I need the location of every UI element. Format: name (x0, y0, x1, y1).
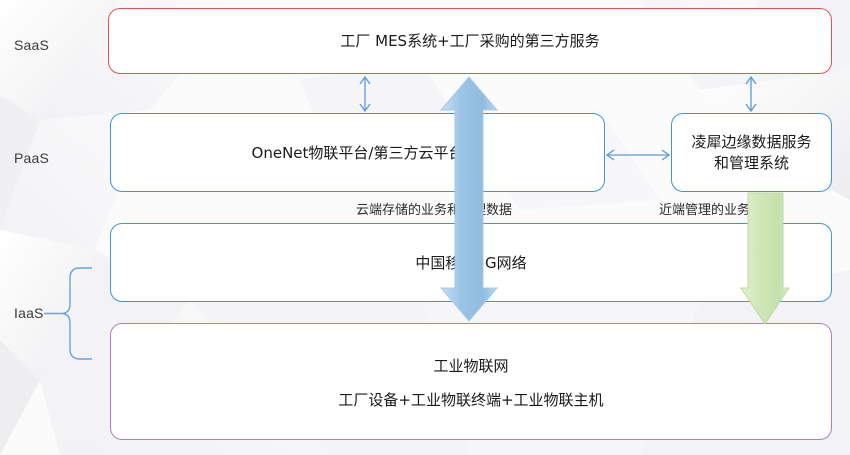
arrow-saas-to-edge (745, 75, 757, 113)
layer-label-saas: SaaS (14, 37, 50, 53)
box-paas-edge[interactable]: 凌犀边缘数据服务 和管理系统 (671, 113, 832, 192)
arrow-cloud-to-edge (605, 149, 671, 161)
arrow-big-green-down (740, 192, 790, 325)
box-saas-text: 工厂 MES系统+工厂采购的第三方服务 (340, 32, 600, 50)
arrow-saas-to-cloud (359, 75, 371, 113)
arrow-big-blue-bidirectional (439, 76, 499, 322)
caption-edge-data: 近端管理的业务数据 (659, 203, 777, 218)
layer-label-paas: PaaS (14, 150, 50, 166)
layer-label-iaas: IaaS (14, 305, 44, 321)
box-saas[interactable]: 工厂 MES系统+工厂采购的第三方服务 (108, 8, 832, 74)
box-iiot-subtitle: 工厂设备+工业物联终端+工业物联主机 (338, 391, 604, 409)
box-paas-cloud[interactable]: OneNet物联平台/第三方云平台 (110, 113, 605, 192)
box-paas-cloud-text: OneNet物联平台/第三方云平台 (251, 144, 464, 162)
box-paas-edge-text: 凌犀边缘数据服务 和管理系统 (691, 133, 812, 172)
box-iiot-title: 工业物联网 (433, 357, 509, 375)
iaas-brace (44, 267, 92, 360)
box-iiot[interactable]: 工业物联网 工厂设备+工业物联终端+工业物联主机 (110, 323, 832, 440)
